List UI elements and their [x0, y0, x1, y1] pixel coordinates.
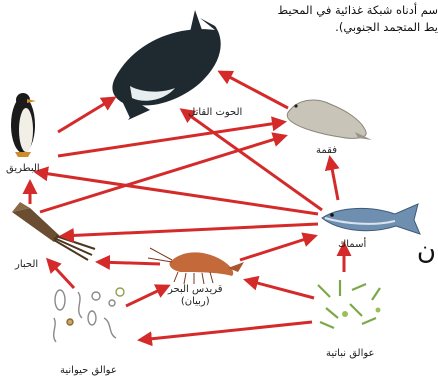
zooplankton-icon	[54, 288, 124, 342]
arrow-zooplankton-to-krill	[126, 286, 168, 306]
label-zooplankton: عوالق حيوانية	[60, 365, 117, 376]
arrow-penguin-to-seal	[58, 122, 284, 156]
fish-icon	[322, 204, 420, 234]
label-krill-line-2: (ربيان)	[168, 296, 223, 308]
penguin-icon	[11, 93, 36, 157]
label-seal: فقمة	[316, 145, 337, 156]
arrow-fish-to-seal	[330, 158, 338, 200]
arrow-zooplankton-to-squid	[48, 260, 74, 288]
arrow-penguin-to-whale	[58, 98, 114, 132]
seal-icon	[287, 100, 372, 140]
krill-icon	[148, 248, 244, 284]
arrow-krill-to-fish	[240, 236, 315, 260]
stray-character: ن	[417, 236, 436, 266]
label-penguin: البطريق	[6, 163, 40, 174]
killer-whale-icon	[112, 10, 220, 120]
arrow-squid-to-seal	[40, 136, 285, 212]
label-killer-whale: الحوت القاتل	[188, 107, 242, 118]
arrow-seal-to-whale	[220, 72, 288, 108]
arrow-krill-to-squid	[98, 262, 160, 264]
arrow-phytoplankton-to-krill	[246, 280, 314, 298]
arrow-phytoplankton-to-zooplankton	[140, 322, 312, 340]
phytoplankton-icon	[318, 280, 381, 328]
label-fish: أسماك	[338, 239, 366, 250]
label-squid: الحبار	[15, 259, 38, 270]
squid-icon	[12, 202, 95, 260]
arrow-fish-to-squid	[62, 224, 318, 236]
label-phytoplankton: عوالق نباتية	[326, 348, 375, 359]
label-krill: قريدس البحر (ربيان)	[168, 284, 223, 308]
label-krill-line-1: قريدس البحر	[168, 284, 223, 296]
